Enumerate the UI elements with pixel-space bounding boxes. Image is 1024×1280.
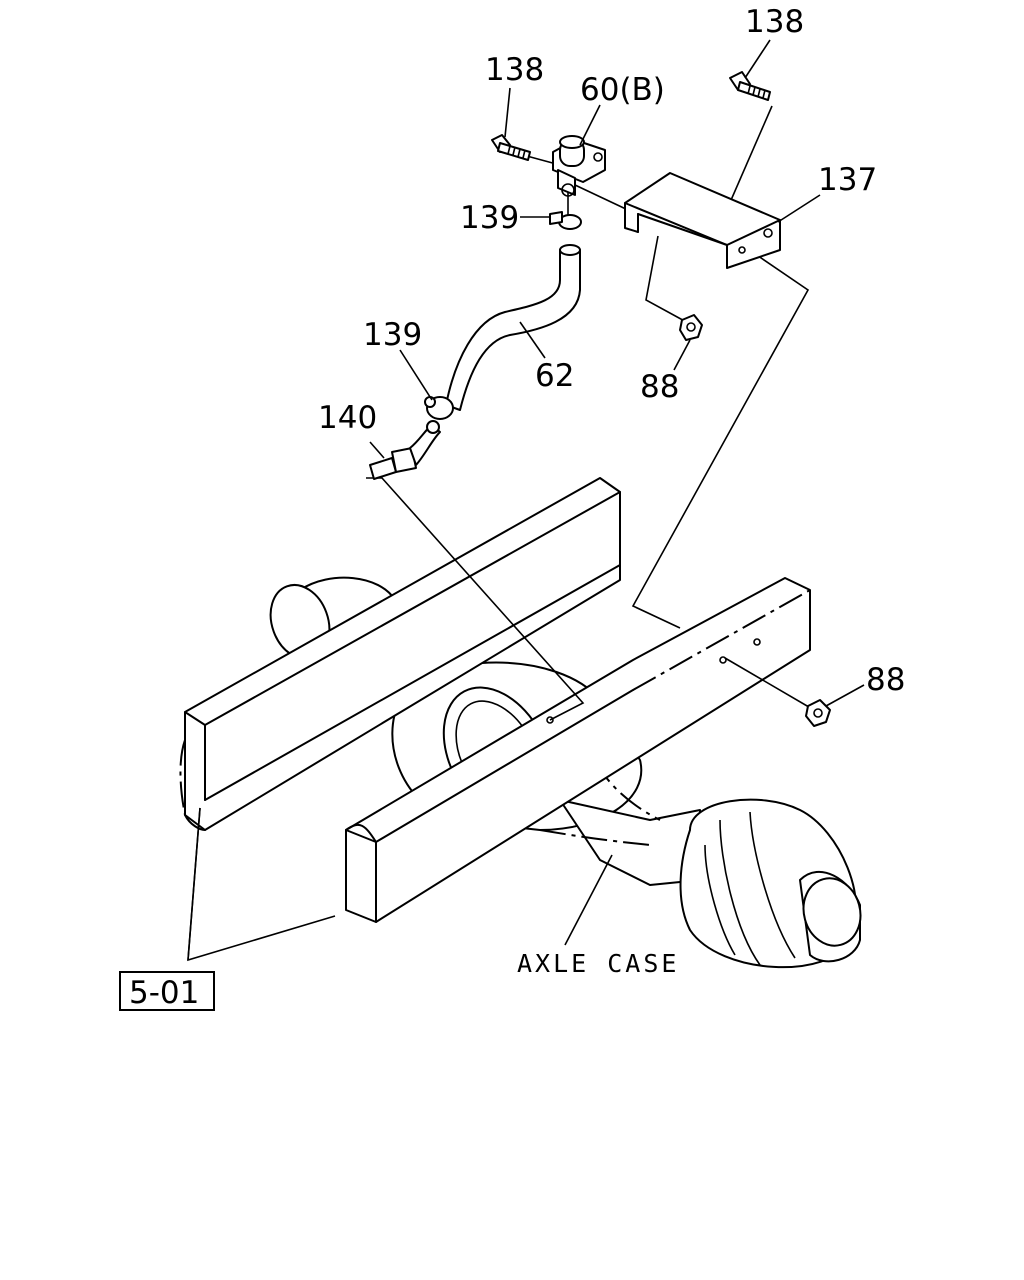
reference-code: 5-01: [129, 975, 199, 1011]
clip-139-lower: [399, 349, 454, 420]
clip-139-upper: [520, 211, 582, 230]
callout-138-right: 138: [745, 4, 804, 40]
bolt-138-left: [491, 134, 531, 161]
callout-139-lower: 139: [363, 317, 422, 353]
fitting-140: [369, 420, 441, 480]
callout-139-upper: 139: [460, 200, 519, 236]
callout-137: 137: [818, 162, 877, 198]
reference-box: [119, 971, 215, 1011]
callout-88-upper: 88: [640, 369, 679, 405]
bolt-138-right: [729, 71, 771, 101]
callout-140: 140: [318, 400, 377, 436]
nut-88-lower: [805, 684, 865, 727]
leader-lines: [187, 39, 821, 962]
clamp-60b: [552, 135, 606, 197]
frame-rail-right: [345, 577, 811, 923]
callout-60b: 60(B): [580, 72, 665, 108]
callout-88-lower: 88: [866, 662, 905, 698]
nut-88-upper: [673, 314, 703, 371]
axle-case-label: AXLE CASE: [517, 949, 679, 978]
frame-rail-left: [179, 477, 621, 831]
bracket-137: [624, 172, 781, 269]
hose-62: [445, 244, 581, 411]
callout-138-left: 138: [485, 52, 544, 88]
callout-62: 62: [535, 358, 574, 394]
